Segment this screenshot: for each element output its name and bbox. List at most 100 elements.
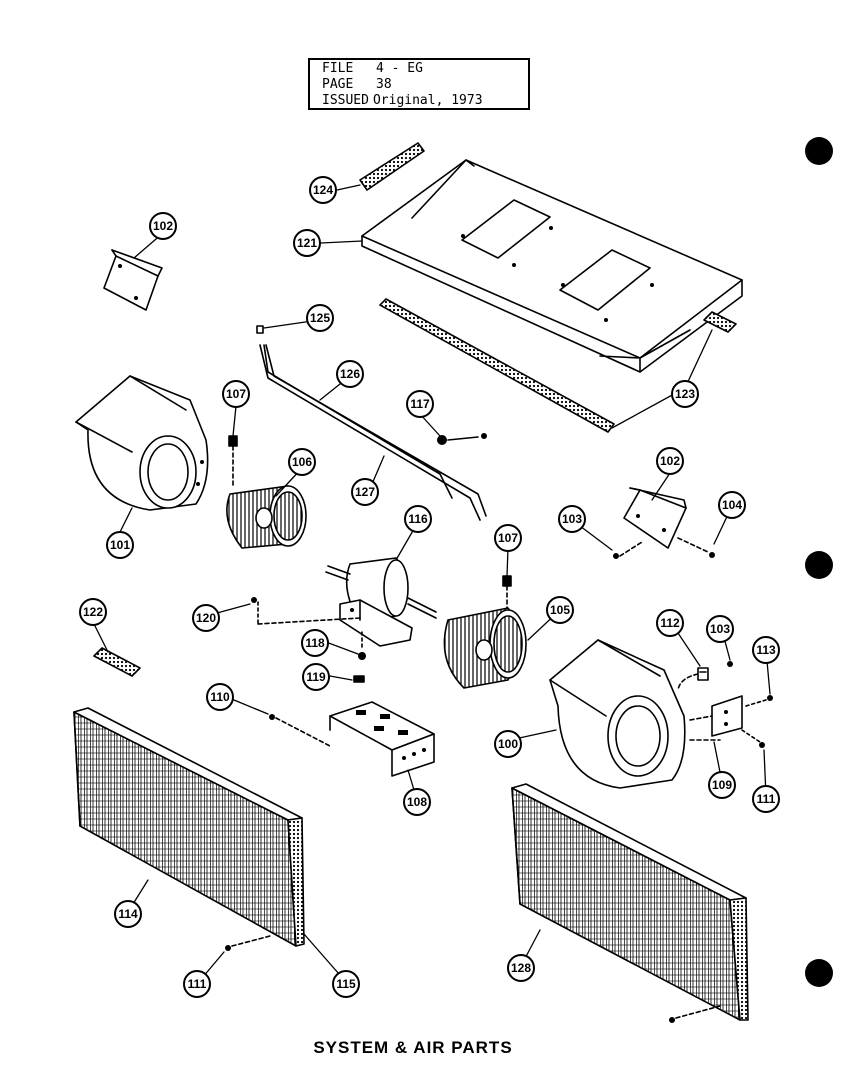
callout-126: 126 [336, 360, 364, 388]
part-110-screw [269, 714, 331, 747]
callout-127: 127 [351, 478, 379, 506]
page-value: 38 [376, 77, 392, 92]
part-120-screw [251, 597, 361, 625]
part-107-screw-left [228, 435, 238, 487]
part-111-screw-right [741, 729, 765, 748]
part-112-clip [677, 667, 709, 691]
callout-label: 119 [306, 670, 326, 684]
callout-label: 108 [407, 795, 427, 809]
callout-label: 102 [660, 454, 680, 468]
callout-113: 113 [752, 636, 780, 664]
binder-hole-middle [805, 551, 833, 579]
callout-123: 123 [671, 380, 699, 408]
callout-122: 122 [79, 598, 107, 626]
part-108-motor-mount [329, 701, 435, 777]
callout-117: 117 [406, 390, 434, 418]
part-123-seal-strip [379, 298, 737, 433]
callout-111-left: 111 [183, 970, 211, 998]
part-116-motor [325, 557, 437, 647]
issued-label: ISSUED [322, 93, 369, 108]
callout-label: 118 [305, 636, 325, 650]
callout-label: 115 [336, 977, 356, 991]
callout-116: 116 [404, 505, 432, 533]
callout-118: 118 [301, 629, 329, 657]
callout-128: 128 [507, 954, 535, 982]
callout-115: 115 [332, 970, 360, 998]
callout-label: 109 [712, 778, 732, 792]
part-102-bracket-right [613, 487, 715, 559]
callout-108: 108 [403, 788, 431, 816]
part-119-washer [353, 675, 365, 683]
callout-125: 125 [306, 304, 334, 332]
callout-label: 124 [313, 183, 333, 197]
callout-label: 107 [498, 531, 518, 545]
part-100-blower-housing-right [549, 639, 686, 789]
callout-label: 107 [226, 387, 246, 401]
callout-label: 112 [660, 616, 680, 630]
callout-106: 106 [288, 448, 316, 476]
part-102-bracket-left [103, 249, 163, 311]
callout-119: 119 [302, 663, 330, 691]
callout-100: 100 [494, 730, 522, 758]
file-value: 4 - EG [376, 61, 423, 76]
part-126-127-rods [259, 344, 487, 521]
callout-104: 104 [718, 491, 746, 519]
file-label: FILE [322, 61, 354, 76]
callout-114: 114 [114, 900, 142, 928]
file-row: FILE 4 - EG [322, 61, 528, 77]
callout-label: 104 [722, 498, 742, 512]
part-122-strip [93, 647, 141, 677]
part-118-nut [358, 631, 366, 660]
part-109-bracket [689, 695, 743, 741]
page-label: PAGE [322, 77, 354, 92]
callout-label: 101 [110, 538, 130, 552]
callout-label: 114 [118, 907, 138, 921]
callout-label: 126 [340, 367, 360, 381]
callout-124: 124 [309, 176, 337, 204]
binder-hole-bottom [805, 959, 833, 987]
callout-105: 105 [546, 596, 574, 624]
callout-112: 112 [656, 609, 684, 637]
callout-label: 125 [310, 311, 330, 325]
callout-label: 123 [675, 387, 695, 401]
callout-label: 128 [511, 961, 531, 975]
binder-hole-top [805, 137, 833, 165]
callout-label: 103 [562, 512, 582, 526]
callout-label: 113 [756, 643, 776, 657]
issued-value: Original, 1973 [372, 93, 483, 108]
callout-107-right: 107 [494, 524, 522, 552]
callout-label: 120 [196, 611, 216, 625]
callout-111-right: 111 [752, 785, 780, 813]
callout-label: 121 [297, 236, 317, 250]
callout-label: 111 [757, 792, 776, 806]
part-105-blower-wheel-right [443, 607, 527, 689]
callout-label: 122 [83, 605, 103, 619]
callouts: 124 121 102 125 126 123 107 117 106 127 … [79, 176, 780, 998]
part-111-screw-left [225, 935, 271, 951]
part-114-coil-left [73, 707, 305, 947]
part-125-clip [256, 325, 264, 334]
callout-label: 103 [710, 622, 730, 636]
callout-109: 109 [708, 771, 736, 799]
part-113-screw [745, 695, 773, 707]
callout-121: 121 [293, 229, 321, 257]
part-117-screw [437, 433, 487, 445]
part-103-screw-lower [727, 661, 733, 667]
part-121-top-panel [361, 159, 743, 373]
callout-103-lower: 103 [706, 615, 734, 643]
callout-label: 127 [355, 485, 375, 499]
part-124-strip [359, 142, 425, 191]
callout-label: 110 [210, 690, 230, 704]
callout-102-right: 102 [656, 447, 684, 475]
callout-102-left: 102 [149, 212, 177, 240]
callout-label: 116 [408, 512, 428, 526]
callout-103-upper: 103 [558, 505, 586, 533]
callout-label: 105 [550, 603, 570, 617]
callout-label: 117 [410, 397, 430, 411]
callout-label: 106 [292, 455, 312, 469]
callout-110: 110 [206, 683, 234, 711]
part-101-blower-housing [75, 375, 209, 511]
